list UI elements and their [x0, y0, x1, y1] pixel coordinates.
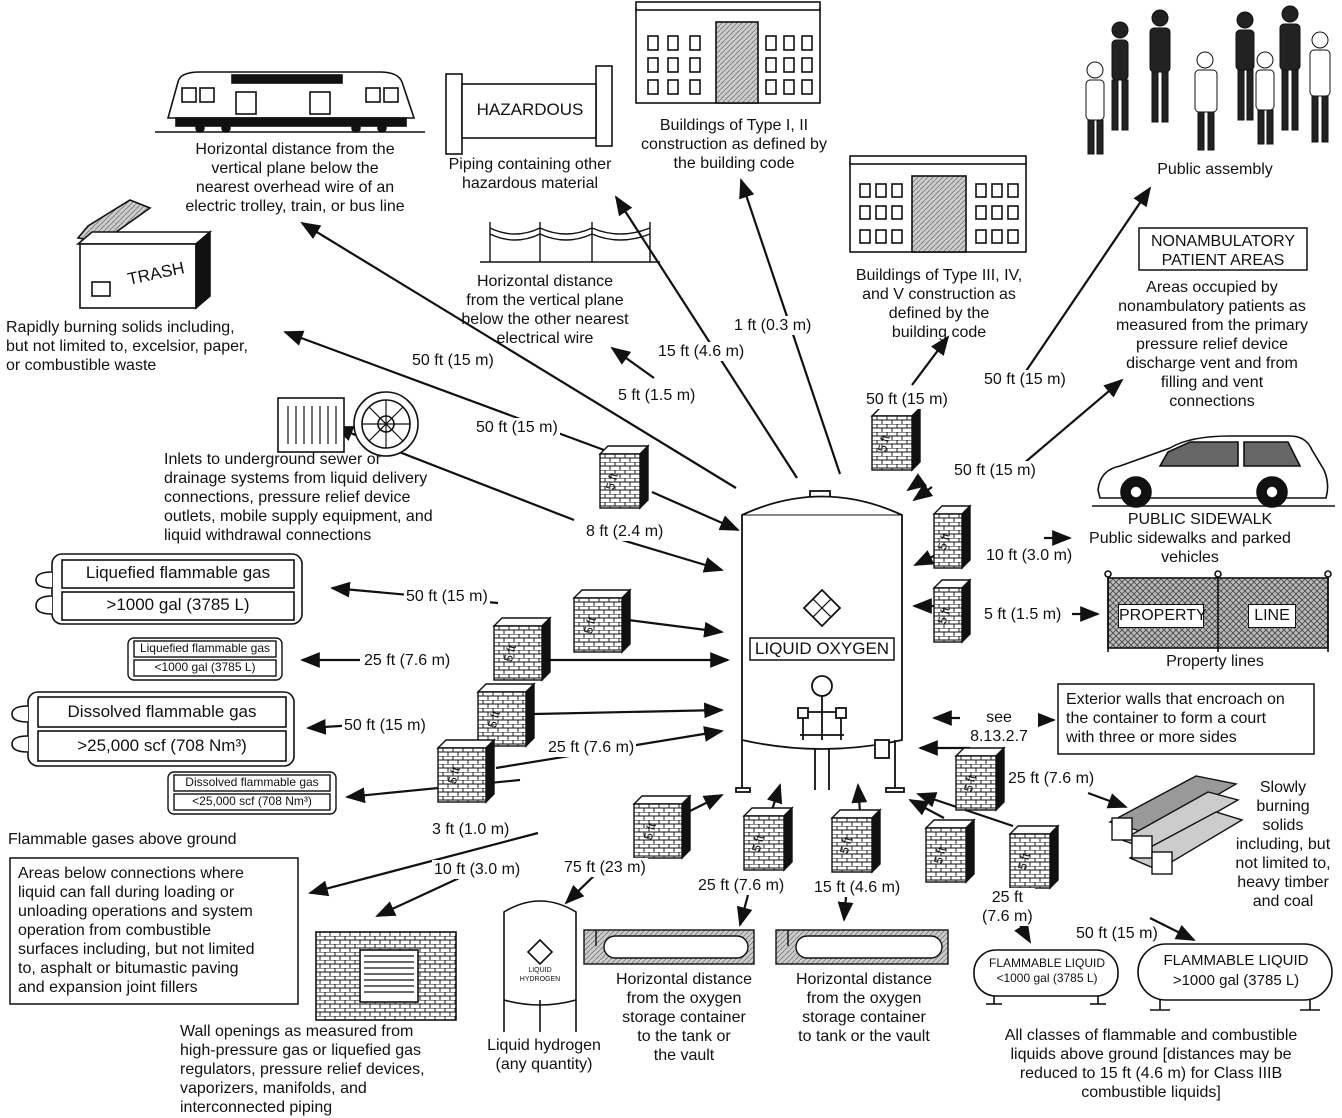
dfg-small-line2: <25,000 scf (708 Nm³)	[192, 794, 312, 808]
trolley-train-illustration	[155, 71, 425, 133]
property-sign-2: LINE	[1248, 604, 1296, 628]
electrical-wire-label: Horizontal distance from the vertical pl…	[461, 273, 629, 347]
liquid-hydrogen-label: Liquid hydrogen (any quantity)	[487, 1037, 601, 1073]
parked-car-illustration	[1092, 435, 1335, 508]
lfg-large-line2: >1000 gal (3785 L)	[106, 595, 250, 614]
exterior-walls-note-border	[1057, 683, 1315, 755]
tank-vault-label-2: Horizontal distance from the oxygen stor…	[795, 971, 933, 1045]
distance-dfg-small: 25 ft (7.6 m)	[546, 738, 637, 757]
distance-tank-vault-2: 15 ft (4.6 m)	[812, 878, 903, 897]
timber-pile-illustration	[1108, 775, 1244, 875]
flammable-gases-label: Flammable gases above ground	[8, 831, 237, 848]
flammable-liquid-large-line2: >1000 gal (3785 L)	[1172, 972, 1300, 989]
liquefied-gas-large-container	[35, 553, 303, 625]
distance-electrical-wire: 5 ft (1.5 m)	[616, 386, 698, 405]
distance-property: 5 ft (1.5 m)	[982, 605, 1064, 624]
electrical-wire-illustration	[480, 222, 660, 263]
dfg-large-line2: >25,000 scf (708 Nm³)	[77, 736, 247, 755]
tank-label: LIQUID OXYGEN	[754, 639, 890, 658]
distance-public-assembly: 50 ft (15 m)	[982, 370, 1068, 389]
lfg-small-line1: Liquefied flammable gas	[139, 641, 271, 655]
building-type-iii-v-label: Buildings of Type III, IV, and V constru…	[855, 267, 1023, 341]
flammable-liquid-large-line1: FLAMMABLE LIQUID	[1163, 952, 1309, 969]
flammable-liquid-small-line1: FLAMMABLE LIQUID	[988, 956, 1106, 970]
distance-lfg-large: 50 ft (15 m)	[404, 587, 490, 606]
dissolved-gas-small-container	[167, 771, 337, 815]
wall-opening-illustration	[315, 931, 457, 1021]
distance-building-iii-v: 50 ft (15 m)	[864, 390, 950, 409]
distance-trolley: 50 ft (15 m)	[410, 351, 496, 370]
tank-vault-label-1: Horizontal distance from the oxygen stor…	[615, 971, 753, 1064]
areas-below-label: Areas below connections where liquid can…	[18, 865, 255, 996]
flammable-liquid-small-line2: <1000 gal (3785 L)	[996, 971, 1098, 985]
distance-flammable-liquid-small: 25 ft (7.6 m)	[980, 888, 1035, 926]
drain-inlet-illustration	[277, 391, 419, 457]
property-sign-1: PROPERTY	[1118, 604, 1207, 628]
distance-flammable-liquid-large: 50 ft (15 m)	[1074, 924, 1160, 943]
slow-burning-label: Slowly burning solids including, but not…	[1235, 779, 1331, 910]
nonambulatory-title: NONAMBULATORY PATIENT AREAS	[1150, 233, 1296, 269]
distance-areas-below: 3 ft (1.0 m)	[430, 820, 512, 839]
wall-openings-label: Wall openings as measured from high-pres…	[180, 1023, 425, 1116]
nonambulatory-label: Areas occupied by nonambulatory patients…	[1115, 279, 1309, 410]
liquid-hydrogen-tank-text: LIQUID HYDROGEN	[519, 967, 561, 983]
hazardous-sign-text: HAZARDOUS	[476, 100, 584, 119]
public-sidewalk-title: PUBLIC SIDEWALK	[1127, 511, 1273, 528]
liquid-hydrogen-tank-illustration	[503, 900, 577, 1032]
exterior-walls-label: Exterior walls that encroach on the cont…	[1066, 691, 1285, 746]
liquid-oxygen-tank	[735, 490, 905, 793]
flammable-liquid-small-tank	[973, 949, 1119, 1005]
areas-below-note-border	[9, 857, 299, 1005]
public-assembly-label: Public assembly	[1157, 161, 1273, 178]
dfg-small-line1: Dissolved flammable gas	[185, 775, 319, 789]
distance-tank-vault-1: 25 ft (7.6 m)	[696, 876, 787, 895]
distance-nonambulatory: 50 ft (15 m)	[952, 461, 1038, 480]
property-lines-label: Property lines	[1166, 653, 1264, 670]
see-reference: see 8.13.2.7	[960, 708, 1038, 746]
building-type-i-ii-label: Buildings of Type I, II construction as …	[641, 117, 827, 172]
trash-dumpster-illustration	[75, 199, 213, 310]
liquefied-gas-small-container	[127, 637, 283, 681]
all-liquids-label: All classes of flammable and combustible…	[1004, 1027, 1298, 1101]
distance-slow-burning: 25 ft (7.6 m)	[1006, 769, 1097, 788]
distance-inlets: 8 ft (2.4 m)	[584, 522, 666, 541]
distance-liquid-hydrogen: 75 ft (23 m)	[562, 858, 648, 877]
rapid-burning-label: Rapidly burning solids including, but no…	[6, 319, 248, 374]
dfg-large-line1: Dissolved flammable gas	[67, 702, 257, 721]
underground-tank-illustration-2	[775, 929, 949, 965]
public-sidewalk-label: Public sidewalks and parked vehicles	[1089, 530, 1291, 566]
public-assembly-crowd-illustration	[1085, 5, 1331, 155]
distance-dfg-large: 50 ft (15 m)	[342, 716, 428, 735]
trolley-label: Horizontal distance from the vertical pl…	[185, 141, 405, 215]
hazardous-piping-label: Piping containing other hazardous materi…	[448, 156, 612, 192]
firewalls	[436, 406, 1060, 890]
distance-sidewalk: 10 ft (3.0 m)	[984, 546, 1075, 565]
inlets-label: Inlets to underground sewer or drainage …	[164, 451, 433, 544]
flammable-liquid-large-tank	[1137, 943, 1333, 1011]
building-type-iii-iv-v-illustration	[849, 155, 1027, 253]
building-type-i-ii-illustration	[635, 1, 821, 104]
hazardous-piping-illustration	[445, 65, 613, 155]
distance-hazardous: 15 ft (4.6 m)	[656, 342, 747, 361]
dissolved-gas-large-container	[11, 691, 295, 767]
distance-rapid-burning: 50 ft (15 m)	[474, 418, 560, 437]
distance-wall-openings: 10 ft (3.0 m)	[432, 860, 523, 879]
distance-lfg-small: 25 ft (7.6 m)	[362, 651, 453, 670]
lfg-large-line1: Liquefied flammable gas	[85, 563, 271, 582]
underground-tank-illustration-1	[583, 929, 755, 965]
nonambulatory-sign-border	[1138, 227, 1308, 271]
distance-building-i-ii: 1 ft (0.3 m)	[732, 316, 814, 335]
lfg-small-line2: <1000 gal (3785 L)	[154, 660, 256, 674]
